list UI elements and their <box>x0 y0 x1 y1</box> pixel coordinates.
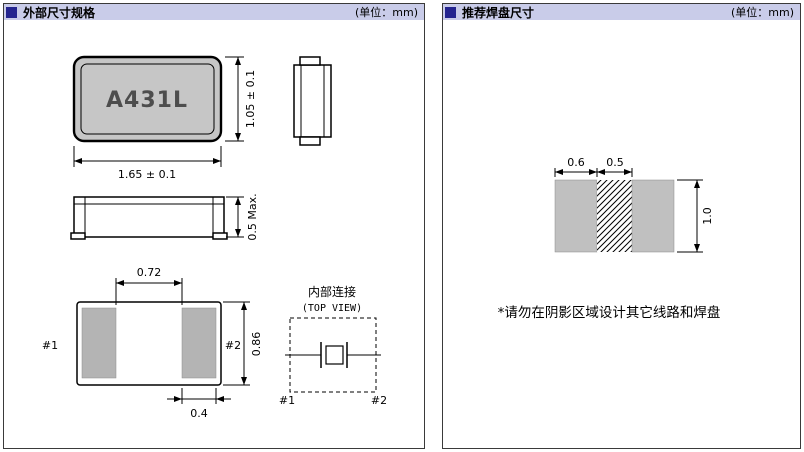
bottom-view-drawing: #1 #2 <box>42 301 241 386</box>
crystal-body <box>325 345 344 365</box>
bottom-view-pad-width-dimension: 0.4 <box>167 388 231 420</box>
side-view-left-foot <box>70 232 86 240</box>
recommended-pad-right <box>631 179 675 253</box>
panel-header-right: 推荐焊盘尺寸 (单位：mm) <box>443 4 800 20</box>
internal-connection-title: 内部连接 <box>308 284 356 299</box>
header-square-icon <box>445 6 456 18</box>
end-view-body <box>293 64 332 138</box>
width-dim-label: 1.65 ± 0.1 <box>118 168 176 181</box>
internal-pin2-label: #2 <box>371 394 387 407</box>
bottom-view-pad-1 <box>81 307 117 379</box>
thickness-dim-label: 0.5 Max. <box>246 193 259 240</box>
gap-dim-label: 0.5 <box>606 156 624 169</box>
internal-connection-subtitle: (TOP VIEW) <box>302 303 362 314</box>
unit-label-left: (单位：mm) <box>354 6 418 19</box>
side-view-right-foot <box>212 232 228 240</box>
part-number-label: A431L <box>106 88 188 113</box>
keepout-note: *请勿在阴影区域设计其它线路和焊盘 <box>498 304 721 321</box>
top-view-drawing: A431L <box>72 55 223 143</box>
internal-pin1-label: #1 <box>279 394 295 407</box>
end-view-drawing <box>293 56 332 146</box>
bottom-view-gap-dimension: 0.72 <box>115 266 183 305</box>
internal-connection-diagram: 内部连接 (TOP VIEW) #1 #2 <box>279 284 387 407</box>
pad-layout-drawing <box>554 179 675 253</box>
panel-title-right: 推荐焊盘尺寸 <box>462 5 535 20</box>
header-square-icon <box>6 6 17 18</box>
pad-height-dim-label: 1.0 <box>701 207 714 225</box>
panel-body-right: 0.6 0.5 1.0 *请勿在阴影区域设计其它线路和焊盘 <box>443 20 800 448</box>
recommended-pads-drawing: 0.6 0.5 1.0 *请勿在阴影区域设计其它线路和焊盘 <box>498 156 721 321</box>
end-view-bottom-tab <box>299 136 321 146</box>
pad-width-dimension: 0.6 <box>554 156 598 177</box>
top-view-body <box>72 55 223 143</box>
bottom-view-height-dimension: 0.86 <box>223 301 263 386</box>
bottom-view-pad-2 <box>181 307 217 379</box>
panel-recommended-pads: 推荐焊盘尺寸 (单位：mm) <box>442 3 801 449</box>
pad-height-dimension: 1.0 <box>677 179 714 253</box>
panel-external-dimensions: 外部尺寸规格 (单位：mm) A431L 1.65 ± 0.1 <box>3 3 425 449</box>
panel-body-left: A431L 1.65 ± 0.1 1.05 ± 0.1 <box>4 20 424 448</box>
unit-label-right: (单位：mm) <box>730 6 794 19</box>
pad-width-dim-label: 0.6 <box>567 156 585 169</box>
pin2-label: #2 <box>225 339 241 352</box>
side-view-body <box>73 196 225 238</box>
side-view-thickness-dimension: 0.5 Max. <box>226 193 259 241</box>
external-dimensions-drawing: A431L 1.65 ± 0.1 1.05 ± 0.1 <box>42 55 387 420</box>
top-view-width-dimension: 1.65 ± 0.1 <box>73 146 222 181</box>
pad-gap-dimension: 0.5 <box>597 156 633 177</box>
height-dim-label: 1.05 ± 0.1 <box>244 70 257 128</box>
keepout-hatch-area <box>597 180 632 252</box>
end-view-top-tab <box>299 56 321 66</box>
crystal-symbol <box>285 342 381 368</box>
pad-gap-dim-label: 0.72 <box>137 266 162 279</box>
recommended-pad-left <box>554 179 598 253</box>
top-view-height-dimension: 1.05 ± 0.1 <box>225 56 257 142</box>
top-view-lid-line <box>80 63 215 135</box>
side-view-drawing <box>70 196 228 240</box>
panel-header-left: 外部尺寸规格 (单位：mm) <box>4 4 424 20</box>
bottom-height-dim-label: 0.86 <box>250 332 263 357</box>
pad-width-dim-label: 0.4 <box>190 407 208 420</box>
panel-title-left: 外部尺寸规格 <box>23 5 96 20</box>
pin1-label: #1 <box>42 339 58 352</box>
